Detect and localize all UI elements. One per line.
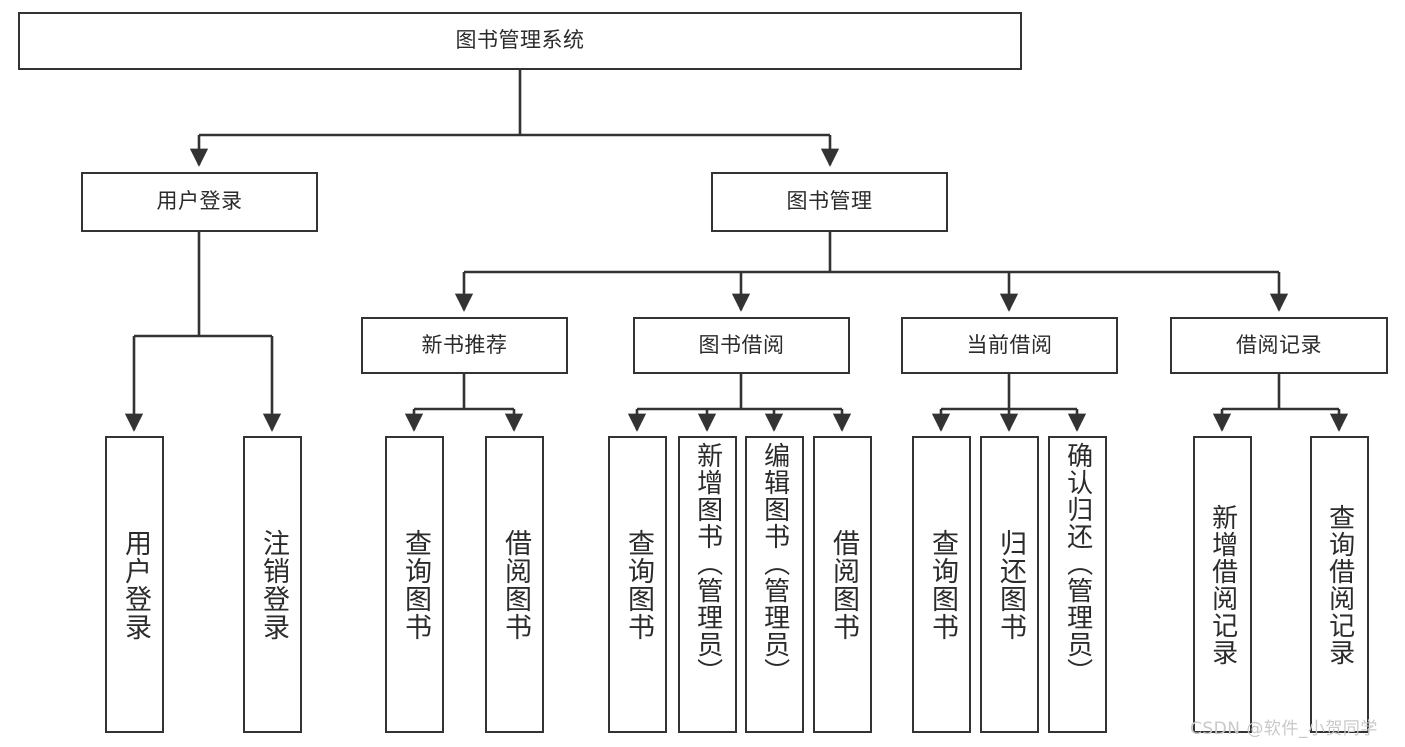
node-borrow-record[interactable]: 借阅记录 — [1170, 317, 1388, 374]
node-leaf-borrow-book-1[interactable]: 借阅图书 — [485, 436, 544, 733]
node-leaf-query-book-1[interactable]: 查询图书 — [385, 436, 444, 733]
node-leaf-borrow-book-2[interactable]: 借阅图书 — [813, 436, 872, 733]
node-root[interactable]: 图书管理系统 — [18, 12, 1022, 70]
node-leaf-borrow-book-1-label: 借阅图书 — [499, 528, 531, 641]
node-leaf-edit-book-label: 编辑图书（管理员） — [759, 442, 790, 685]
node-leaf-return-book[interactable]: 归还图书 — [980, 436, 1039, 733]
node-leaf-edit-book[interactable]: 编辑图书（管理员） — [745, 436, 804, 733]
node-new-book-recommend-label: 新书推荐 — [421, 332, 508, 357]
node-leaf-query-record[interactable]: 查询借阅记录 — [1310, 436, 1369, 733]
node-leaf-query-book-1-label: 查询图书 — [399, 528, 431, 641]
node-leaf-query-book-2[interactable]: 查询图书 — [608, 436, 667, 733]
node-current-borrow-label: 当前借阅 — [966, 332, 1053, 357]
node-root-label: 图书管理系统 — [455, 28, 585, 53]
node-leaf-query-book-3-label: 查询图书 — [926, 528, 958, 641]
node-leaf-user-logout-label: 注销登录 — [257, 528, 289, 641]
node-leaf-confirm-return-label: 确认归还（管理员） — [1062, 442, 1093, 685]
node-leaf-add-book-label: 新增图书（管理员） — [692, 442, 723, 685]
node-leaf-query-book-2-label: 查询图书 — [622, 528, 654, 641]
node-book-borrow[interactable]: 图书借阅 — [633, 317, 850, 374]
node-book-management[interactable]: 图书管理 — [711, 172, 948, 232]
node-book-borrow-label: 图书借阅 — [698, 332, 785, 357]
node-leaf-add-record-label: 新增借阅记录 — [1207, 503, 1238, 666]
node-user-login[interactable]: 用户登录 — [81, 172, 318, 232]
node-leaf-confirm-return[interactable]: 确认归还（管理员） — [1048, 436, 1107, 733]
node-leaf-query-record-label: 查询借阅记录 — [1324, 503, 1355, 666]
node-leaf-query-book-3[interactable]: 查询图书 — [912, 436, 971, 733]
node-leaf-user-logout[interactable]: 注销登录 — [243, 436, 302, 733]
node-leaf-user-login[interactable]: 用户登录 — [105, 436, 164, 733]
node-new-book-recommend[interactable]: 新书推荐 — [361, 317, 568, 374]
node-current-borrow[interactable]: 当前借阅 — [901, 317, 1118, 374]
node-leaf-user-login-label: 用户登录 — [119, 528, 151, 641]
node-leaf-add-book[interactable]: 新增图书（管理员） — [678, 436, 737, 733]
node-leaf-return-book-label: 归还图书 — [994, 528, 1026, 641]
node-leaf-add-record[interactable]: 新增借阅记录 — [1193, 436, 1252, 733]
node-borrow-record-label: 借阅记录 — [1236, 332, 1322, 357]
node-user-login-label: 用户登录 — [156, 189, 243, 214]
csdn-watermark: CSDN @软件_小贺同学 — [1190, 719, 1378, 739]
node-leaf-borrow-book-2-label: 借阅图书 — [827, 528, 859, 641]
node-book-management-label: 图书管理 — [786, 189, 873, 214]
